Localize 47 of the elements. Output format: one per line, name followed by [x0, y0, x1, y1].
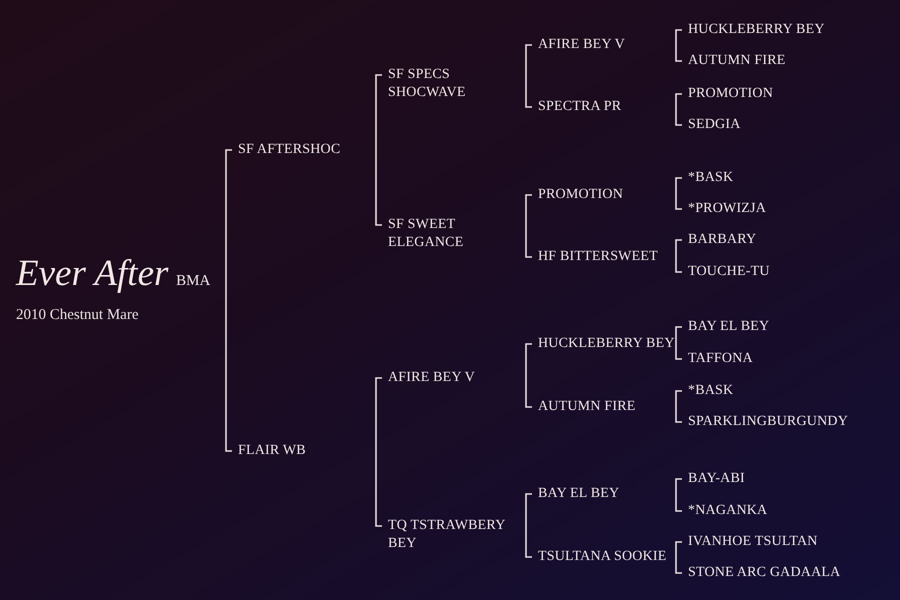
horse-name: SF AFTERSHOC	[232, 141, 340, 159]
horse-name: SEDGIA	[682, 116, 741, 134]
horse-name: TOUCHE-TU	[682, 263, 770, 281]
horse-name: AUTUMN FIRE	[532, 398, 636, 416]
horse-name: *BASK	[682, 382, 734, 400]
horse-name: FLAIR WB	[232, 442, 306, 460]
bracket-line	[675, 390, 682, 423]
horse-name: AUTUMN FIRE	[682, 52, 786, 70]
horse-name: TAFFONA	[682, 350, 753, 368]
horse-name: Ever After BMA	[16, 252, 210, 296]
horse-name: SPARKLINGBURGUNDY	[682, 413, 848, 431]
horse-name: IVANHOE TSULTAN	[682, 533, 818, 551]
bracket-line	[225, 149, 232, 452]
bracket-line	[525, 194, 532, 258]
horse-name: TSULTANA SOOKIE	[532, 548, 667, 566]
horse-name: *PROWIZJA	[682, 200, 766, 218]
horse-name: AFIRE BEY V	[382, 369, 513, 387]
horse-name: BAY-ABI	[682, 470, 745, 488]
horse-name: STONE ARC GADAALA	[682, 564, 840, 582]
bracket-line	[375, 74, 382, 226]
horse-name: PROMOTION	[532, 186, 624, 204]
horse-name: PROMOTION	[682, 85, 774, 103]
bracket-line	[525, 44, 532, 108]
bracket-line	[675, 177, 682, 210]
horse-name: SF SWEET ELEGANCE	[382, 216, 513, 252]
horse-name: AFIRE BEY V	[532, 36, 625, 54]
horse-name: HUCKLEBERRY BEY	[532, 335, 675, 353]
bracket-line	[375, 377, 382, 527]
horse-name: SF SPECS SHOCWAVE	[382, 66, 513, 102]
horse-name: *BASK	[682, 169, 734, 187]
bracket-line	[675, 541, 682, 574]
horse-name: TQ TSTRAWBERY BEY	[382, 517, 513, 553]
bracket-line	[675, 478, 682, 512]
horse-name: *NAGANKA	[682, 502, 768, 520]
bracket-line	[675, 239, 682, 273]
bracket-line	[525, 343, 532, 408]
bracket-line	[675, 326, 682, 360]
bracket-line	[675, 29, 682, 62]
bracket-line	[525, 493, 532, 558]
horse-name: HUCKLEBERRY BEY	[682, 21, 825, 39]
horse-name: SPECTRA PR	[532, 98, 622, 116]
horse-description: 2010 Chestnut Mare	[16, 306, 138, 325]
horse-name: BARBARY	[682, 231, 756, 249]
horse-name: HF BITTERSWEET	[532, 248, 658, 266]
bracket-line	[675, 93, 682, 126]
horse-name: BAY EL BEY	[682, 318, 770, 336]
horse-name: BAY EL BEY	[532, 485, 620, 503]
